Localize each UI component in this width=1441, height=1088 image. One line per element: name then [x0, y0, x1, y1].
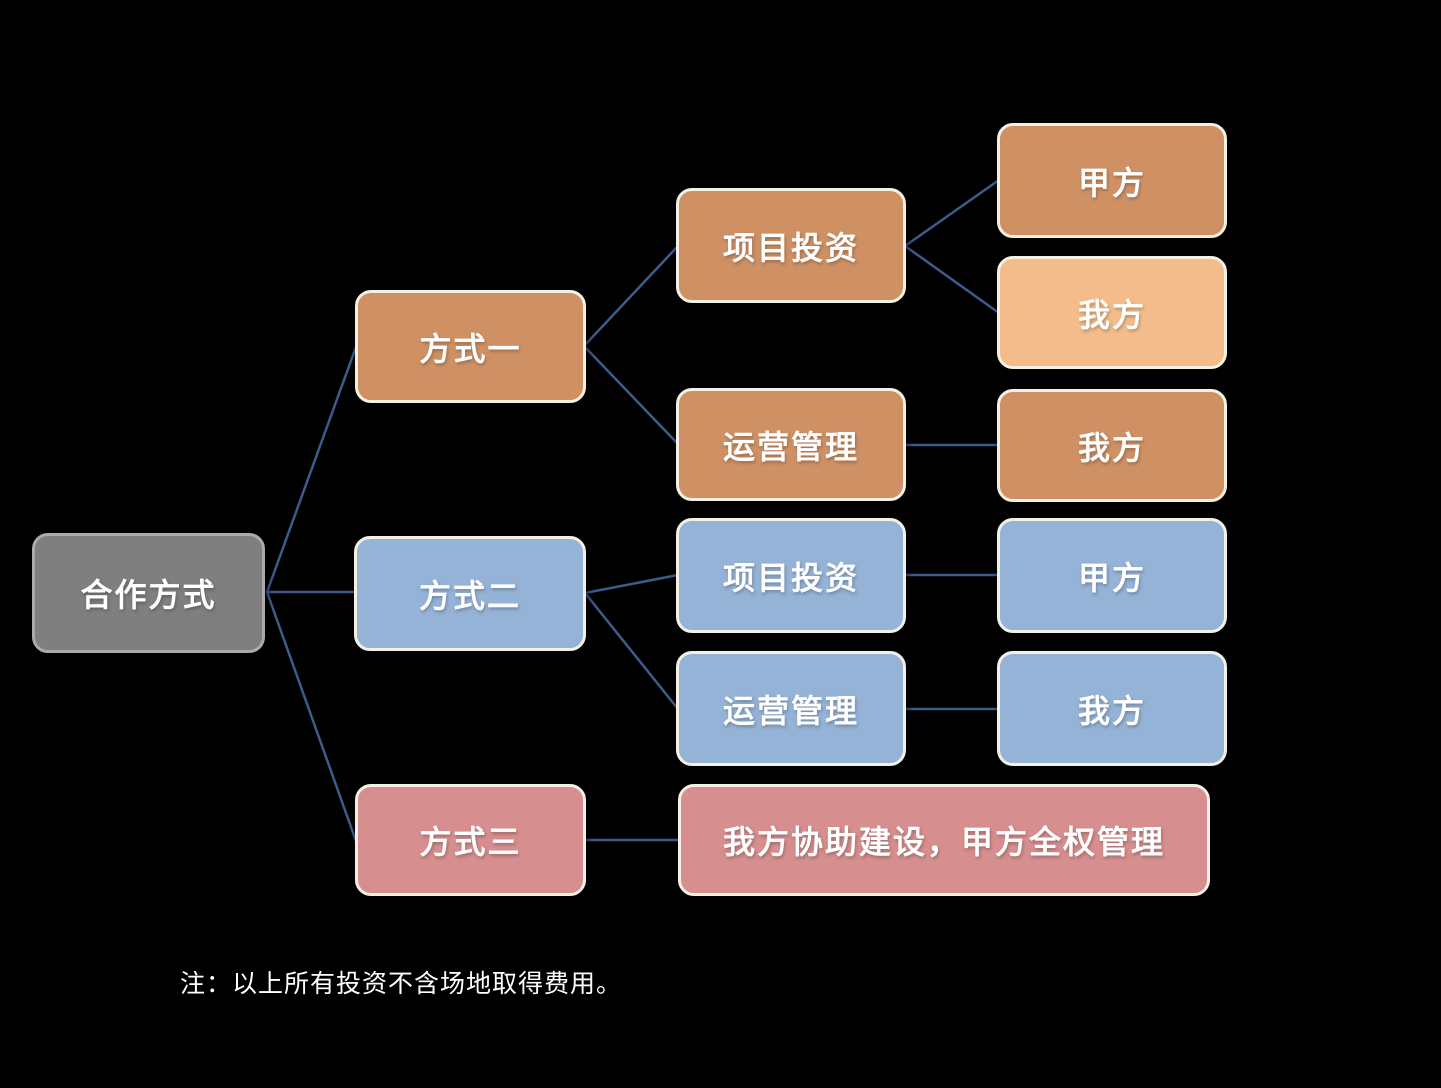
- node-method2-operation-management: 运营管理: [676, 651, 906, 766]
- node-method2-project-investment: 项目投资: [676, 518, 906, 633]
- node-method-3: 方式三: [355, 784, 586, 896]
- node-method-1: 方式一: [355, 290, 586, 403]
- edge-m1invest-jiafang: [904, 178, 1000, 248]
- edge-m1-invest: [583, 245, 679, 347]
- node-method3-summary: 我方协助建设，甲方全权管理: [678, 784, 1210, 896]
- node-method1-investment-party-a: 甲方: [997, 123, 1227, 238]
- node-method1-project-investment: 项目投资: [676, 188, 906, 303]
- edge-root-m1: [265, 346, 358, 593]
- edge-m1invest-wofang: [904, 244, 1000, 315]
- node-method-2: 方式二: [354, 536, 586, 651]
- node-method1-operation-management: 运营管理: [676, 388, 906, 501]
- node-method2-operation-our-side: 我方: [997, 651, 1227, 766]
- node-method1-operation-our-side: 我方: [997, 389, 1227, 502]
- root-node-cooperation-method: 合作方式: [32, 533, 265, 653]
- edge-m2-invest: [584, 573, 679, 595]
- footnote: 注：以上所有投资不含场地取得费用。: [180, 969, 623, 998]
- node-method1-investment-our-side: 我方: [997, 256, 1227, 369]
- node-method2-investment-party-a: 甲方: [997, 518, 1227, 633]
- edge-m1-ops: [583, 345, 679, 445]
- edge-root-m3: [265, 591, 358, 842]
- edge-m2-ops: [584, 592, 679, 710]
